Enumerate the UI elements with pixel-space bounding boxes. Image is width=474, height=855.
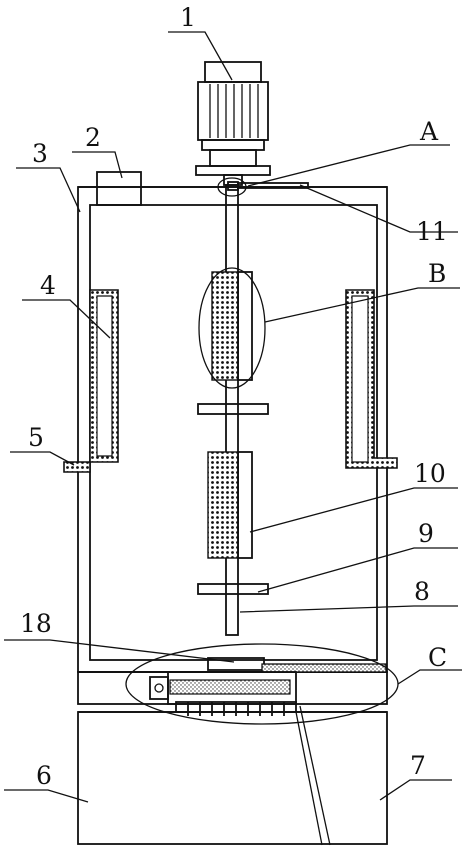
label-2: 2 xyxy=(85,123,101,152)
label-1: 1 xyxy=(180,3,196,32)
right-baffle xyxy=(345,289,398,469)
label-3: 3 xyxy=(32,139,48,168)
label-5: 5 xyxy=(28,423,44,452)
left-baffle xyxy=(63,289,119,473)
stirring-shaft xyxy=(225,184,239,636)
labels: 1 2 3 4 5 6 7 8 9 10 11 18 A B C xyxy=(20,3,448,790)
label-a: A xyxy=(419,117,439,146)
label-b: B xyxy=(428,259,446,288)
lower-scraper xyxy=(207,451,253,559)
label-9: 9 xyxy=(418,519,434,548)
lower-paddle xyxy=(197,583,269,595)
label-18: 18 xyxy=(20,609,52,638)
bottom-frame xyxy=(77,671,388,845)
label-6: 6 xyxy=(36,761,52,790)
tank-body xyxy=(77,186,388,673)
top-coupling xyxy=(217,177,309,197)
label-c: C xyxy=(428,643,447,672)
label-7: 7 xyxy=(410,751,426,780)
label-10: 10 xyxy=(414,459,446,488)
discharge-assembly xyxy=(149,657,387,716)
leader-lines xyxy=(4,31,462,846)
label-11: 11 xyxy=(416,217,448,246)
label-8: 8 xyxy=(414,577,430,606)
label-4: 4 xyxy=(40,271,56,300)
upper-scraper xyxy=(198,267,266,389)
feed-hopper xyxy=(96,171,142,206)
motor xyxy=(195,61,271,186)
upper-paddle xyxy=(197,403,269,415)
